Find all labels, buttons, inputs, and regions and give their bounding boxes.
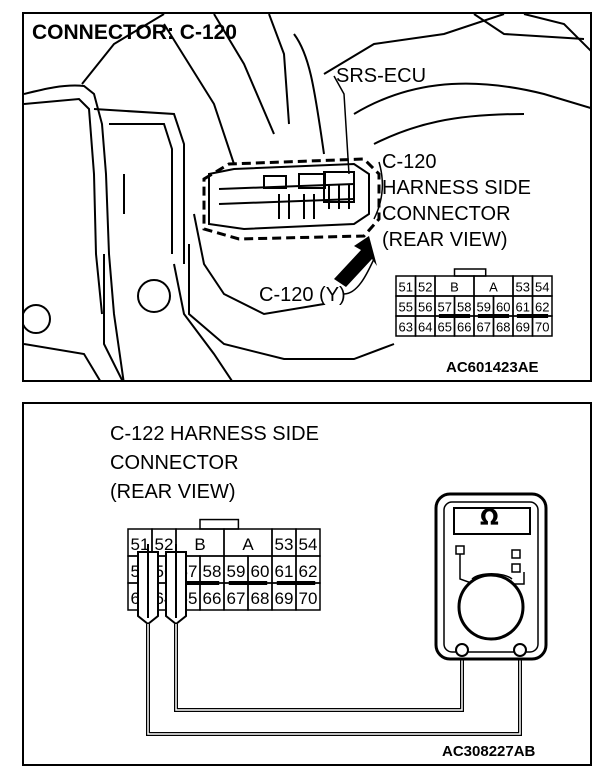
pin-label: 67: [477, 320, 491, 335]
pin-label: 53: [275, 535, 294, 554]
pin-label: A: [489, 280, 498, 295]
connector-color-label: C-120 (Y): [259, 284, 346, 306]
pin-label: 69: [275, 589, 294, 608]
pin-label: 52: [418, 280, 432, 295]
pin-label: 61: [275, 562, 294, 581]
callout-line-3: CONNECTOR: [382, 203, 511, 225]
callout-line-1: C-120: [382, 151, 437, 173]
pin-label: 58: [203, 562, 222, 581]
meter-wiring-illustration: 5152BA5354555657585960616263646566676869…: [127, 492, 548, 736]
pin-label: 65: [438, 320, 452, 335]
pin-label: 62: [535, 300, 549, 315]
pin-label: 67: [227, 589, 246, 608]
pin-label: 51: [131, 535, 150, 554]
pin-label: 59: [477, 300, 491, 315]
vehicle-interior-illustration: 51 52 B A 53 54 55 56 57 58 59 60 61 62 63 64 65 66 67 68 69…: [24, 14, 590, 380]
pin-label: 70: [535, 320, 549, 335]
pin-label: 54: [299, 535, 318, 554]
connector-location-panel: 51 52 B A 53 54 55 56 57 58 59 60 61 62 63 64 65 66 67 68 69…: [22, 12, 592, 382]
resistance-check-panel: 5152BA5354555657585960616263646566676869…: [22, 402, 592, 766]
callout-line-2: HARNESS SIDE: [382, 177, 531, 199]
heading-line-2: CONNECTOR: [110, 452, 239, 474]
pin-label: 57: [438, 300, 452, 315]
pin-label: 68: [251, 589, 270, 608]
pin-label: B: [194, 535, 205, 554]
pin-label: 61: [516, 300, 530, 315]
pin-label: 68: [496, 320, 510, 335]
heading-line-1: C-122 HARNESS SIDE: [110, 423, 319, 445]
connector-title: CONNECTOR: C-120: [32, 21, 237, 44]
pin-label: 55: [399, 300, 413, 315]
pin-label: 59: [227, 562, 246, 581]
meter-display: [453, 507, 531, 535]
pin-label: 52: [155, 535, 174, 554]
pin-label: 62: [299, 562, 318, 581]
pin-label: 70: [299, 589, 318, 608]
meter-dial: [457, 573, 525, 641]
figure-code: AC601423AE: [446, 359, 539, 376]
pin-label: B: [450, 280, 459, 295]
callout-line-4: (REAR VIEW): [382, 229, 508, 251]
meter-jack-left: [455, 643, 469, 657]
figure-code: AC308227AB: [442, 743, 536, 760]
pin-label: 69: [516, 320, 530, 335]
meter-jack-right: [513, 643, 527, 657]
heading-line-3: (REAR VIEW): [110, 481, 236, 503]
pin-label: 58: [457, 300, 471, 315]
pin-label: 66: [203, 589, 222, 608]
test-lead-wire-right: [174, 624, 464, 712]
pin-label: 63: [399, 320, 413, 335]
pin-label: 64: [418, 320, 432, 335]
pin-label: 53: [516, 280, 530, 295]
ohm-symbol: Ω: [480, 506, 499, 531]
pin-label: 66: [457, 320, 471, 335]
pin-label: 60: [251, 562, 270, 581]
pin-label: 54: [535, 280, 549, 295]
pin-label: 60: [496, 300, 510, 315]
pin-label: 56: [418, 300, 432, 315]
multimeter: [434, 492, 548, 661]
c120-pin-diagram: 51 52 B A 53 54 55 56 57 58 59 60 61 62 63 64 65 66 67 68 69…: [395, 268, 553, 337]
srs-ecu-label: SRS-ECU: [336, 65, 427, 87]
pin-label: 51: [399, 280, 413, 295]
pin-label: A: [242, 535, 254, 554]
